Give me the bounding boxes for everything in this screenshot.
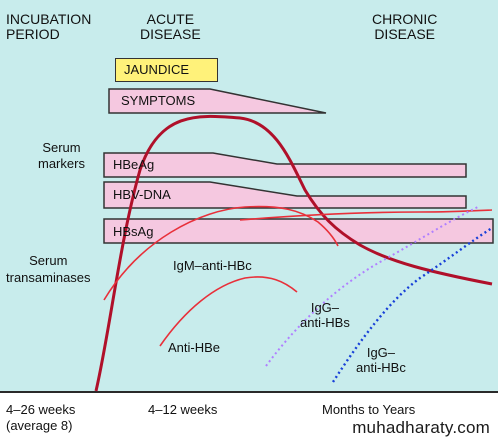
igm-anti-hbc-label: IgM–anti-HBc bbox=[173, 258, 252, 273]
igg-anti-hbc-label: IgG– anti-HBc bbox=[356, 345, 406, 375]
anti-hbe-label: Anti-HBe bbox=[168, 340, 221, 355]
incubation-header-line2: PERIOD bbox=[6, 26, 60, 42]
igm-anti-hbc-sustained-curve bbox=[239, 209, 493, 221]
symptoms-bar bbox=[108, 88, 327, 114]
serum-transaminases-curve bbox=[94, 114, 493, 392]
incubation-duration: 4–26 weeks (average 8) bbox=[6, 402, 75, 434]
symptoms-label: SYMPTOMS bbox=[121, 93, 196, 108]
hbsag-bar bbox=[103, 218, 494, 244]
acute-duration: 4–12 weeks bbox=[148, 402, 218, 417]
hbv-dna-bar bbox=[103, 181, 467, 209]
serum-transaminases-line1: Serum bbox=[29, 253, 68, 268]
igm-anti-hbc-curve bbox=[103, 205, 339, 301]
chronic-disease-header: CHRONIC DISEASE bbox=[372, 12, 437, 42]
watermark: muhadharaty.com bbox=[352, 418, 490, 437]
igg-anti-hbs-curve bbox=[265, 205, 481, 367]
igg-anti-hbs-line2: anti-HBs bbox=[300, 315, 350, 330]
chronic-header-line2: DISEASE bbox=[374, 26, 436, 42]
serum-markers-label: Serum markers bbox=[38, 140, 85, 172]
igg-anti-hbs-label: IgG– anti-HBs bbox=[300, 300, 350, 330]
anti-hbe-curve bbox=[159, 276, 298, 347]
hbeag-bar bbox=[103, 152, 467, 178]
incubation-period-header: INCUBATION PERIOD bbox=[6, 12, 91, 42]
incubation-duration-line1: 4–26 weeks bbox=[6, 402, 76, 417]
igg-anti-hbs-line1: IgG– bbox=[310, 300, 340, 315]
chronic-duration: Months to Years bbox=[322, 402, 416, 417]
hbeag-label: HBeAg bbox=[113, 157, 155, 172]
time-axis-line bbox=[0, 391, 498, 393]
serum-markers-line1: Serum bbox=[42, 140, 81, 155]
jaundice-label: JAUNDICE bbox=[124, 62, 190, 77]
igg-anti-hbc-line2: anti-HBc bbox=[356, 360, 406, 375]
serum-transaminases-label: Serum transaminases bbox=[6, 252, 91, 286]
hbsag-label: HBsAg bbox=[113, 224, 154, 239]
acute-header-line1: ACUTE bbox=[146, 11, 195, 27]
acute-disease-header: ACUTE DISEASE bbox=[140, 12, 201, 42]
acute-header-line2: DISEASE bbox=[140, 26, 201, 42]
serum-markers-line2: markers bbox=[38, 156, 85, 171]
serum-transaminases-line2: transaminases bbox=[6, 270, 91, 285]
chronic-header-line1: CHRONIC bbox=[372, 11, 438, 27]
hbv-dna-label: HBV-DNA bbox=[113, 187, 171, 202]
igg-anti-hbc-curve bbox=[331, 226, 493, 383]
jaundice-box: JAUNDICE bbox=[115, 58, 218, 82]
incubation-duration-line2: (average 8) bbox=[6, 418, 73, 433]
incubation-header-line1: INCUBATION bbox=[6, 11, 92, 27]
igg-anti-hbc-line1: IgG– bbox=[366, 345, 396, 360]
